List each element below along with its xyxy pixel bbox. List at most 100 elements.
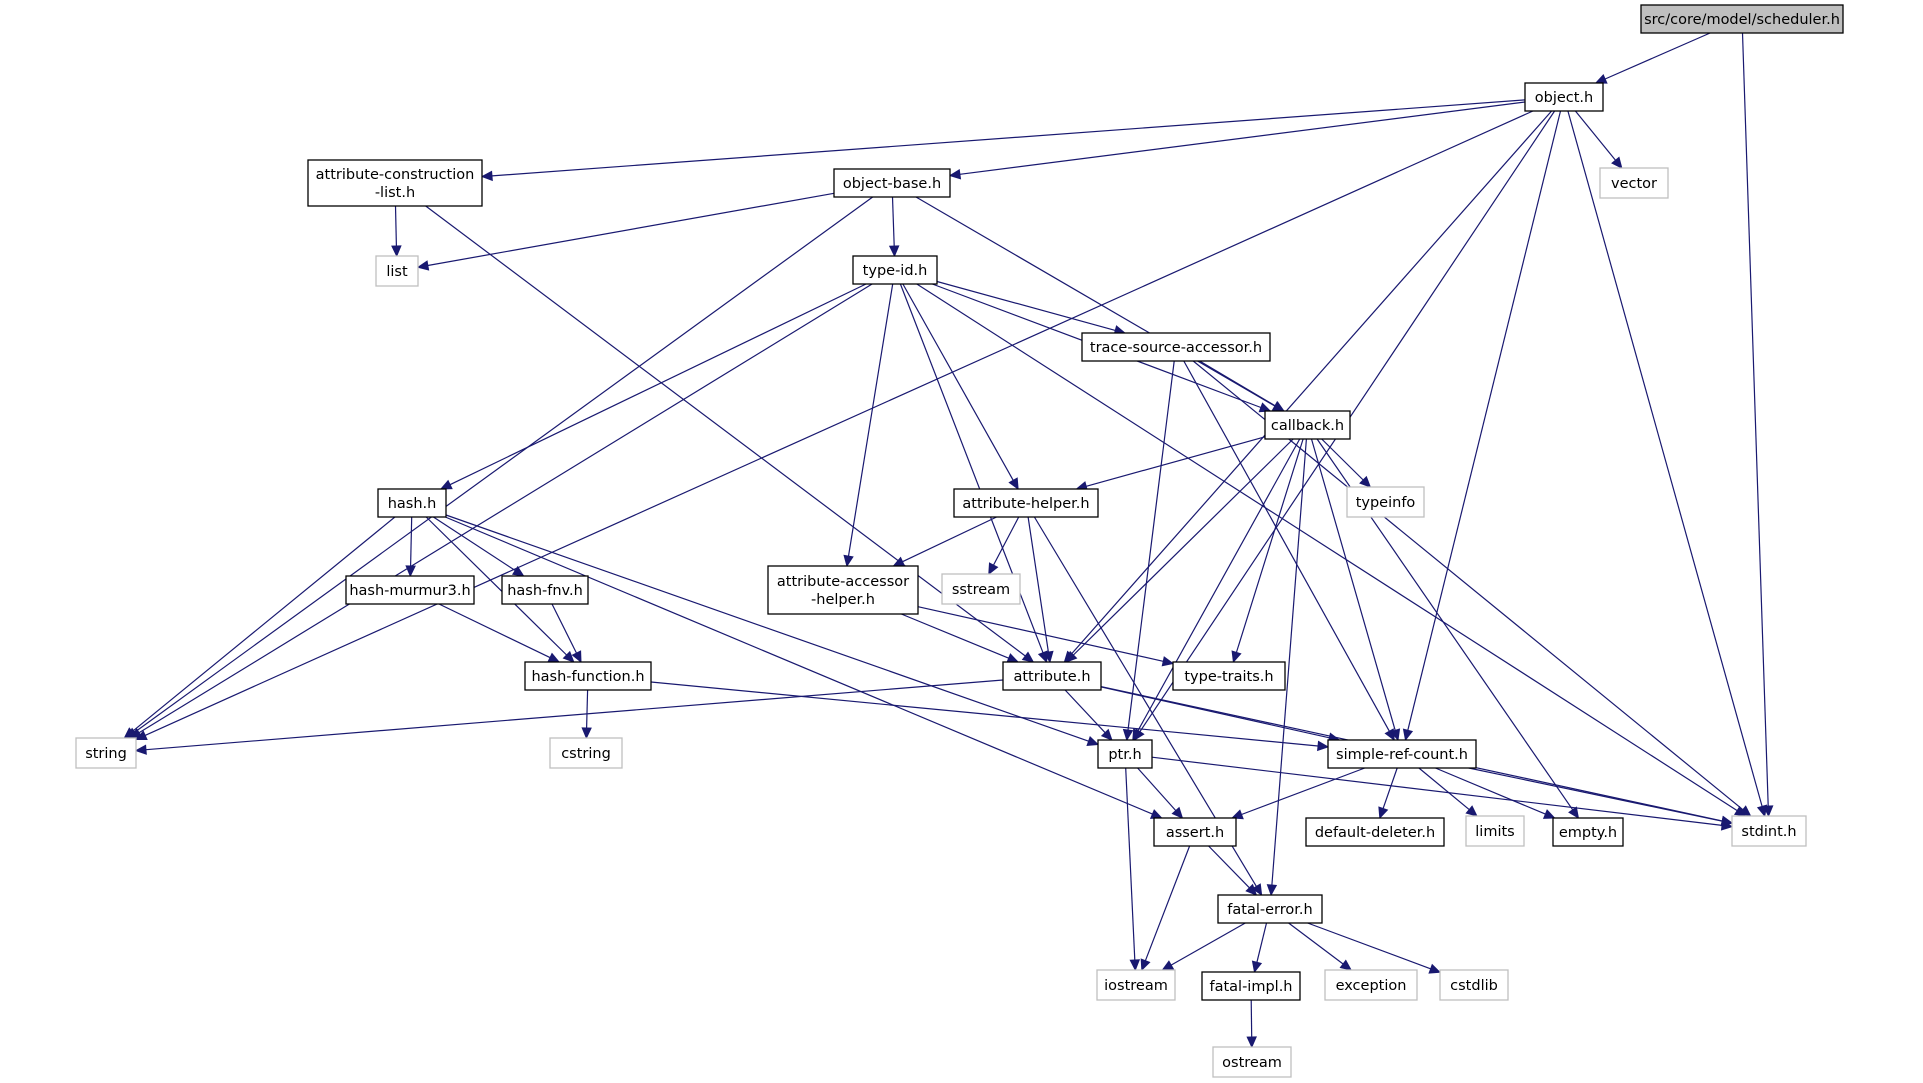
node-label: fatal-error.h: [1227, 902, 1312, 918]
node-label: simple-ref-count.h: [1336, 747, 1468, 763]
node-box: [1640, 4, 1844, 34]
node-cstdlib: cstdlib: [1439, 969, 1509, 1001]
node-label: type-traits.h: [1184, 669, 1273, 685]
node-box: [1002, 661, 1102, 691]
edge-hash-to-ptr: [445, 514, 1100, 746]
node-attribute[interactable]: attribute.h: [1002, 661, 1102, 691]
node-fatal-error[interactable]: fatal-error.h: [1217, 894, 1323, 924]
node-fatal-impl[interactable]: fatal-impl.h: [1201, 971, 1301, 1001]
node-box: [1097, 739, 1153, 769]
node-ostream: ostream: [1212, 1046, 1292, 1078]
node-box: [1096, 969, 1176, 1001]
node-label: empty.h: [1559, 825, 1617, 841]
edge-callback-to-ptr: [1132, 438, 1301, 742]
edge-type_id-to-attribute_accessor_helper: [843, 283, 894, 568]
node-box: [1465, 815, 1525, 847]
node-empty[interactable]: empty.h: [1552, 817, 1624, 847]
node-vector: vector: [1599, 167, 1669, 199]
node-callback[interactable]: callback.h: [1264, 410, 1351, 440]
node-label: -helper.h: [811, 592, 875, 608]
edge-attribute_accessor_helper-to-attribute: [901, 613, 1020, 663]
edge-callback-to-typeinfo: [1321, 438, 1372, 488]
edge-fatal_error-to-exception: [1288, 922, 1353, 971]
nodes-layer: src/core/model/scheduler.h object.h attrib…: [75, 4, 1844, 1078]
edge-ptr-to-iostream: [1125, 767, 1141, 972]
node-label: hash-fnv.h: [507, 583, 583, 599]
edge-attribute_helper-to-sstream: [988, 516, 1020, 576]
node-attribute-construction-list[interactable]: attribute-construction-list.h: [307, 159, 483, 207]
node-hash-fnv[interactable]: hash-fnv.h: [501, 575, 589, 605]
node-box: [1153, 817, 1237, 847]
edges-layer: [123, 32, 1774, 1049]
node-label: ostream: [1222, 1055, 1282, 1071]
node-box: [767, 565, 919, 615]
node-label: limits: [1475, 824, 1514, 840]
node-hash-murmur3[interactable]: hash-murmur3.h: [345, 575, 475, 605]
edge-hash-to-hash_murmur3: [405, 516, 416, 578]
node-label: vector: [1611, 176, 1657, 192]
node-label: assert.h: [1166, 825, 1224, 841]
node-label: attribute-accessor: [777, 574, 909, 590]
node-box: [941, 573, 1021, 605]
node-string: string: [75, 737, 137, 769]
node-label: exception: [1336, 978, 1407, 994]
edge-attribute-to-string: [134, 679, 1004, 755]
node-label: hash-murmur3.h: [349, 583, 470, 599]
node-stdint: stdint.h: [1731, 815, 1807, 847]
node-box: [1327, 739, 1477, 769]
edge-type_id-to-attribute: [899, 283, 1048, 664]
edge-callback-to-simple_ref_count: [1310, 438, 1401, 742]
edge-object_base-to-list: [416, 192, 835, 271]
node-object[interactable]: object.h: [1524, 82, 1604, 112]
edge-hash_murmur3-to-hash_function: [438, 603, 561, 663]
node-attribute-helper[interactable]: attribute-helper.h: [953, 488, 1099, 518]
node-box: [1439, 969, 1509, 1001]
node-exception: exception: [1324, 969, 1418, 1001]
node-hash-function[interactable]: hash-function.h: [524, 661, 652, 691]
edge-hash-to-string: [123, 516, 396, 739]
node-type-id[interactable]: type-id.h: [852, 255, 938, 285]
node-label: src/core/model/scheduler.h: [1644, 12, 1840, 28]
edge-hash_fnv-to-hash_function: [551, 603, 582, 664]
node-trace-source-accessor[interactable]: trace-source-accessor.h: [1081, 332, 1271, 362]
node-label: sstream: [952, 582, 1010, 598]
edge-hash-to-hash_function: [425, 516, 575, 663]
edge-object-to-vector: [1574, 110, 1623, 169]
node-default-deleter[interactable]: default-deleter.h: [1305, 817, 1445, 847]
edge-assert-to-fatal_error: [1208, 845, 1258, 896]
edge-fatal_impl-to-ostream: [1246, 999, 1257, 1049]
node-box: [953, 488, 1099, 518]
node-box: [1731, 815, 1807, 847]
node-ptr[interactable]: ptr.h: [1097, 739, 1153, 769]
node-box: [1212, 1046, 1292, 1078]
node-limits: limits: [1465, 815, 1525, 847]
edge-callback-to-attribute: [1065, 438, 1294, 663]
edge-object-to-object_base: [948, 101, 1526, 180]
node-box: [833, 168, 951, 198]
edge-simple_ref_count-to-limits: [1418, 767, 1478, 817]
node-label: hash.h: [388, 496, 437, 512]
node-box: [377, 488, 447, 518]
edge-fatal_error-to-cstdlib: [1307, 922, 1442, 974]
edge-hash_function-to-simple_ref_count: [650, 681, 1330, 752]
edge-assert-to-iostream: [1140, 845, 1191, 972]
node-type-traits[interactable]: type-traits.h: [1172, 661, 1286, 691]
node-object-base[interactable]: object-base.h: [833, 168, 951, 198]
edge-type_id-to-hash: [439, 283, 867, 490]
node-box: [1081, 332, 1271, 362]
node-box: [1305, 817, 1445, 847]
node-attribute-accessor-helper[interactable]: attribute-accessor -helper.h: [767, 565, 919, 615]
node-label: cstdlib: [1450, 978, 1498, 994]
node-box: [1524, 82, 1604, 112]
node-simple-ref-count[interactable]: simple-ref-count.h: [1327, 739, 1477, 769]
node-hash[interactable]: hash.h: [377, 488, 447, 518]
node-scheduler[interactable]: src/core/model/scheduler.h: [1640, 4, 1844, 34]
node-label: default-deleter.h: [1315, 825, 1435, 841]
edge-simple_ref_count-to-default_deleter: [1378, 767, 1398, 820]
edge-attribute_helper-to-attribute: [1027, 516, 1054, 664]
node-assert[interactable]: assert.h: [1153, 817, 1237, 847]
node-label: ptr.h: [1108, 747, 1141, 763]
edge-type_id-to-trace_source_accessor: [936, 280, 1127, 336]
